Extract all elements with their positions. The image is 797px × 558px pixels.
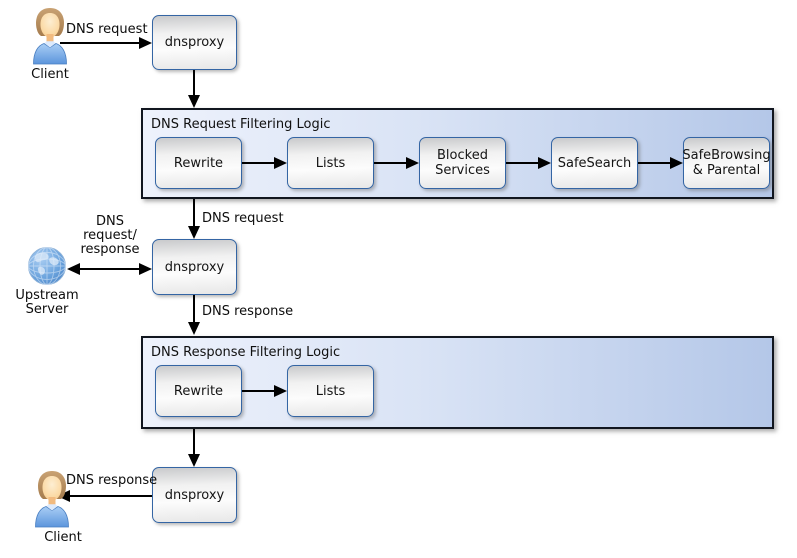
edge-request-pipeline-to-proxy-line — [193, 199, 195, 226]
edge-upstream-arrowhead-left — [67, 263, 80, 275]
globe-icon — [28, 247, 66, 285]
edge-lists-to-blocked-line — [374, 162, 407, 164]
step-safebrowsing-parental: SafeBrowsing & Parental — [682, 137, 771, 189]
step-rewrite-response-label: Rewrite — [173, 383, 224, 399]
step-safebrowsing-parental-label: SafeBrowsing & Parental — [682, 148, 771, 178]
edge-label-client-request: DNS request — [66, 22, 148, 37]
node-dnsproxy-mid-label: dnsproxy — [164, 259, 225, 275]
node-dnsproxy-bottom: dnsproxy — [152, 467, 237, 523]
step-rewrite-request-label: Rewrite — [173, 155, 224, 171]
step-lists-request-label: Lists — [315, 155, 346, 171]
edge-client-to-proxy-line — [60, 42, 140, 44]
step-blocked-services: Blocked Services — [419, 137, 506, 189]
edge-request-pipeline-to-proxy-arrowhead — [188, 226, 200, 239]
step-lists-response-label: Lists — [315, 383, 346, 399]
edge-label-pipeline-request: DNS request — [202, 211, 284, 226]
edge-upstream-exchange-line — [79, 268, 140, 270]
edge-lists-to-blocked-arrowhead — [406, 157, 419, 169]
client-top-actor: Client — [22, 7, 78, 82]
edge-blocked-to-safesearch-line — [506, 162, 539, 164]
edge-rewrite-to-lists-response-line — [242, 390, 275, 392]
client-bottom-actor: Client — [24, 470, 82, 545]
request-filtering-title: DNS Request Filtering Logic — [151, 117, 331, 132]
step-rewrite-response: Rewrite — [155, 365, 242, 417]
step-safesearch-label: SafeSearch — [557, 155, 632, 171]
node-dnsproxy-bottom-label: dnsproxy — [164, 487, 225, 503]
edge-response-pipeline-to-proxy-line — [193, 429, 195, 455]
edge-label-proxy-response: DNS response — [202, 304, 294, 319]
request-filtering-group: DNS Request Filtering Logic Rewrite List… — [141, 108, 774, 199]
response-filtering-title: DNS Response Filtering Logic — [151, 345, 341, 360]
step-blocked-services-label: Blocked Services — [435, 148, 490, 178]
edge-upstream-arrowhead-right — [139, 263, 152, 275]
client-bottom-label: Client — [44, 530, 82, 545]
edge-client-to-proxy-arrowhead — [139, 37, 152, 49]
edge-rewrite-to-lists-line — [242, 162, 275, 164]
edge-proxy-to-request-pipeline-line — [193, 70, 195, 95]
node-dnsproxy-mid: dnsproxy — [152, 239, 237, 295]
edge-label-upstream-exchange: DNS request/ response — [80, 214, 140, 257]
person-icon — [33, 8, 67, 65]
step-lists-request: Lists — [287, 137, 374, 189]
upstream-server-actor: Upstream Server — [2, 246, 92, 317]
response-filtering-group: DNS Response Filtering Logic Rewrite Lis… — [141, 336, 774, 429]
step-safesearch: SafeSearch — [551, 137, 638, 189]
edge-safesearch-to-safebrowsing-arrowhead — [670, 157, 683, 169]
edge-label-client-response: DNS response — [66, 473, 158, 488]
person-icon — [35, 471, 69, 528]
edge-rewrite-to-lists-response-arrowhead — [274, 385, 287, 397]
step-lists-response: Lists — [287, 365, 374, 417]
edge-proxy-to-request-pipeline-arrowhead — [188, 95, 200, 108]
edge-proxy-to-response-pipeline-line — [193, 295, 195, 322]
edge-blocked-to-safesearch-arrowhead — [538, 157, 551, 169]
edge-proxy-to-response-pipeline-arrowhead — [188, 322, 200, 335]
node-dnsproxy-top: dnsproxy — [152, 15, 237, 70]
edge-safesearch-to-safebrowsing-line — [638, 162, 671, 164]
edge-response-pipeline-to-proxy-arrowhead — [188, 454, 200, 467]
node-dnsproxy-top-label: dnsproxy — [164, 35, 225, 50]
client-top-label: Client — [31, 67, 69, 82]
edge-rewrite-to-lists-arrowhead — [274, 157, 287, 169]
step-rewrite-request: Rewrite — [155, 137, 242, 189]
upstream-server-label: Upstream Server — [15, 288, 79, 317]
edge-proxy-to-client-line — [69, 495, 152, 497]
